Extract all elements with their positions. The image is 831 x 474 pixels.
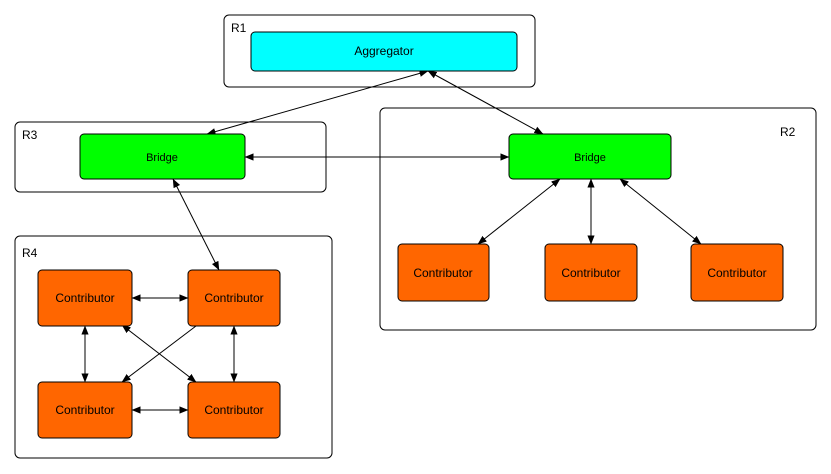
edge-bridge-r2-r2-contributor-3 xyxy=(619,178,702,245)
node-r2-contributor-3[interactable]: Contributor xyxy=(690,243,784,302)
node-r4-contributor-br[interactable]: Contributor xyxy=(187,381,281,439)
region-r4-label: R4 xyxy=(22,246,38,260)
node-r2-contributor-2[interactable]: Contributor xyxy=(544,243,638,302)
node-r4-contributor-tl[interactable]: Contributor xyxy=(37,269,133,327)
edge-bridge-r3-r4-contributor-tr xyxy=(172,178,220,271)
node-r4-contributor-bl[interactable]: Contributor xyxy=(37,381,133,439)
r4-contributor-br-label: Contributor xyxy=(204,403,263,417)
r4-contributor-tl-label: Contributor xyxy=(55,291,114,305)
node-r4-contributor-tr[interactable]: Contributor xyxy=(187,269,281,327)
node-bridge-r3[interactable]: Bridge xyxy=(79,133,246,180)
edge-aggregator-bridge-r3 xyxy=(206,69,429,136)
r2-contributor-3-box xyxy=(690,243,784,302)
aggregator-box xyxy=(250,31,518,72)
r2-contributor-1-label: Contributor xyxy=(413,266,472,280)
node-aggregator[interactable]: Aggregator xyxy=(250,31,518,72)
region-r2-label: R2 xyxy=(780,125,796,139)
bridge-r2-label: Bridge xyxy=(574,152,606,164)
edge-r4-tr-r4-bl xyxy=(121,325,197,383)
edge-aggregator-bridge-r2 xyxy=(427,70,544,135)
node-bridge-r2[interactable]: Bridge xyxy=(508,133,672,180)
r4-contributor-bl-label: Contributor xyxy=(55,403,114,417)
r4-contributor-tr-box xyxy=(187,269,281,327)
r2-contributor-2-label: Contributor xyxy=(561,266,620,280)
r4-contributor-br-box xyxy=(187,381,281,439)
r4-contributor-bl-box xyxy=(37,381,133,439)
edge-bridge-r2-r2-contributor-1 xyxy=(477,178,561,245)
bridge-r2-box xyxy=(508,133,672,180)
node-r2-contributor-1[interactable]: Contributor xyxy=(397,243,490,302)
bridge-r3-box xyxy=(79,133,246,180)
r2-contributor-3-label: Contributor xyxy=(707,266,766,280)
r2-contributor-2-box xyxy=(544,243,638,302)
region-r1-label: R1 xyxy=(231,21,247,35)
r2-contributor-1-box xyxy=(397,243,490,302)
aggregator-label: Aggregator xyxy=(354,44,413,58)
r4-contributor-tl-box xyxy=(37,269,133,327)
bridge-r3-label: Bridge xyxy=(146,152,178,164)
region-r3-label: R3 xyxy=(22,128,38,142)
r4-contributor-tr-label: Contributor xyxy=(204,291,263,305)
edges xyxy=(81,69,702,414)
